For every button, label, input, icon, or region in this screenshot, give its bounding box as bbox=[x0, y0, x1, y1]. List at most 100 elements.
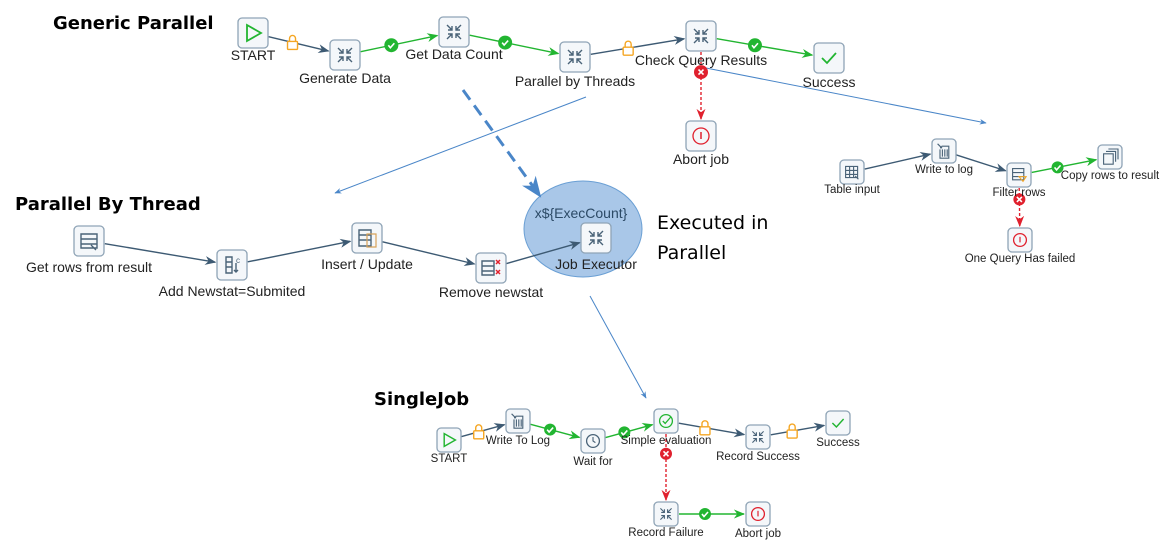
cross-links bbox=[334, 67, 987, 399]
hop-unconditional[interactable] bbox=[770, 422, 826, 439]
hop-plain[interactable] bbox=[506, 241, 581, 265]
check-icon bbox=[821, 52, 837, 65]
annotation-line-2: Parallel bbox=[657, 242, 726, 264]
node-box[interactable] bbox=[475, 252, 507, 284]
hop-success[interactable] bbox=[679, 508, 746, 520]
node-box[interactable] bbox=[505, 408, 531, 434]
node-cq-table[interactable]: Table input bbox=[824, 159, 881, 196]
hop-plain[interactable] bbox=[382, 241, 476, 266]
node-gp-success[interactable]: Success bbox=[803, 42, 856, 90]
node-label: Get rows from result bbox=[26, 259, 152, 275]
node-gp-par[interactable]: Parallel by Threads bbox=[515, 41, 635, 89]
node-cq-filter[interactable]: Filter rows bbox=[992, 162, 1046, 199]
node-sj-wait[interactable]: Wait for bbox=[573, 428, 613, 468]
node-box[interactable] bbox=[931, 138, 957, 164]
lock-icon bbox=[622, 40, 634, 56]
node-box[interactable] bbox=[685, 20, 717, 52]
node-box[interactable] bbox=[825, 410, 851, 436]
node-box[interactable] bbox=[559, 41, 591, 73]
node-box[interactable] bbox=[653, 408, 679, 434]
node-label: Filter rows bbox=[992, 187, 1045, 199]
node-label: Copy rows to result bbox=[1061, 170, 1160, 182]
node-gp-start[interactable]: START bbox=[231, 17, 276, 63]
node-gp-count[interactable]: Get Data Count bbox=[405, 16, 503, 62]
node-label: Insert / Update bbox=[321, 256, 413, 272]
success-badge-icon bbox=[498, 35, 513, 50]
lock-icon bbox=[786, 423, 798, 439]
hop-plain[interactable] bbox=[247, 238, 352, 263]
node-label: Table input bbox=[824, 184, 880, 196]
hop-failure[interactable] bbox=[660, 434, 672, 502]
node-sj-recf[interactable]: Record Failure bbox=[628, 501, 704, 539]
hop-success[interactable] bbox=[1031, 157, 1098, 174]
section-title-generic-parallel: Generic Parallel bbox=[53, 13, 214, 34]
node-cq-fail[interactable]: One Query Has failed bbox=[965, 227, 1076, 265]
hop-plain[interactable] bbox=[956, 154, 1007, 172]
node-pt-get[interactable]: Get rows from result bbox=[26, 225, 152, 275]
lock-icon bbox=[473, 424, 485, 440]
hop-failure[interactable] bbox=[1013, 187, 1026, 228]
node-cq-copy[interactable]: Copy rows to result bbox=[1061, 144, 1160, 182]
success-badge-icon bbox=[384, 38, 399, 53]
failure-badge-icon bbox=[660, 447, 672, 460]
lock-icon bbox=[699, 420, 711, 436]
hop-success[interactable] bbox=[360, 33, 439, 53]
check-icon bbox=[831, 418, 845, 429]
node-pt-ins[interactable]: Insert / Update bbox=[321, 222, 413, 272]
node-sj-abort[interactable]: Abort job bbox=[735, 501, 781, 540]
node-sj-start[interactable]: START bbox=[431, 427, 468, 465]
node-box[interactable] bbox=[580, 222, 612, 254]
node-sj-success[interactable]: Success bbox=[816, 410, 860, 449]
success-badge-icon bbox=[544, 423, 557, 436]
node-label: Record Failure bbox=[628, 527, 703, 539]
node-label: Remove newstat bbox=[439, 284, 543, 300]
insert-update-icon bbox=[358, 229, 377, 248]
hop-unconditional[interactable] bbox=[590, 36, 686, 56]
play-icon bbox=[246, 23, 263, 43]
node-box[interactable] bbox=[813, 42, 845, 74]
svg-text:c: c bbox=[236, 256, 240, 265]
node-box[interactable] bbox=[73, 225, 105, 257]
job-icon bbox=[752, 431, 764, 443]
link-parallel-to-thread bbox=[334, 96, 587, 194]
node-sj-eval[interactable]: Simple evaluation bbox=[621, 408, 712, 447]
node-box[interactable] bbox=[653, 501, 679, 527]
node-box[interactable] bbox=[438, 16, 470, 48]
node-sj-log[interactable]: Write To Log bbox=[486, 408, 550, 447]
node-label: START bbox=[231, 47, 276, 63]
hop-success[interactable] bbox=[716, 38, 814, 58]
hop-unconditional[interactable] bbox=[461, 423, 506, 440]
hop-success[interactable] bbox=[530, 423, 581, 440]
log-icon bbox=[511, 413, 524, 429]
hop-plain[interactable] bbox=[864, 151, 932, 170]
hop-unconditional[interactable] bbox=[678, 420, 746, 438]
link-count-to-executor bbox=[461, 89, 542, 198]
node-box[interactable] bbox=[237, 17, 269, 49]
hop-failure[interactable] bbox=[694, 52, 708, 121]
job-icon bbox=[660, 508, 672, 520]
hop-unconditional[interactable] bbox=[268, 34, 330, 54]
node-pt-exec[interactable]: Job Executor bbox=[555, 222, 637, 272]
lock-icon bbox=[286, 34, 299, 51]
node-box[interactable] bbox=[839, 159, 865, 185]
node-gp-check[interactable]: Check Query Results bbox=[635, 20, 767, 68]
node-sj-recs[interactable]: Record Success bbox=[716, 424, 800, 463]
node-pt-rem[interactable]: Remove newstat bbox=[439, 252, 543, 300]
failure-badge-icon bbox=[694, 65, 708, 80]
node-gp-gen[interactable]: Generate Data bbox=[299, 39, 391, 86]
job-icon bbox=[337, 47, 353, 63]
node-box[interactable] bbox=[745, 424, 771, 450]
job-icon bbox=[693, 28, 709, 44]
failure-badge-icon bbox=[1013, 193, 1026, 206]
node-box[interactable] bbox=[1006, 162, 1032, 188]
node-cq-log[interactable]: Write to log bbox=[915, 138, 973, 176]
filter-icon bbox=[1012, 168, 1028, 183]
node-box[interactable] bbox=[436, 427, 462, 453]
hop-success[interactable] bbox=[469, 34, 560, 56]
node-gp-abort[interactable]: Abort job bbox=[673, 120, 729, 167]
hop-success[interactable] bbox=[605, 423, 654, 439]
hop-plain[interactable] bbox=[104, 242, 217, 265]
node-box[interactable] bbox=[329, 39, 361, 71]
